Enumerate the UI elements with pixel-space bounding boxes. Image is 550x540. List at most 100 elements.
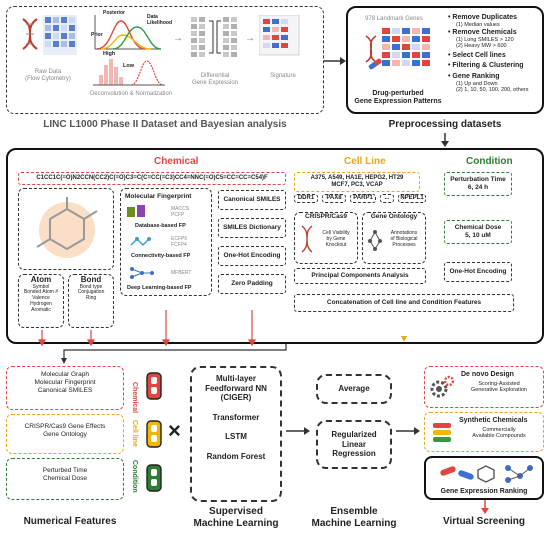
bullet-item: • Remove Chemicals(1) Long SMILES > 120 …	[448, 28, 517, 50]
flow-arrow	[481, 500, 489, 514]
prior-label: Prior	[91, 32, 103, 38]
signature-icon	[259, 15, 300, 56]
crispr-box: CRISPR/Cas9 Cell Viability by Gene Knock…	[294, 212, 358, 264]
pert-time: Perturbation Time 6, 24 h	[444, 172, 512, 196]
raw-heatmap	[43, 15, 77, 55]
gene-chip: ...	[380, 194, 394, 204]
deconv-label: Deconvolution & Normalization	[89, 91, 173, 97]
stage-arrow: →	[173, 33, 183, 44]
ens-average: Average	[316, 374, 392, 404]
encoding-icon	[146, 464, 162, 492]
signature-label: Signature	[270, 73, 296, 79]
chem-step: SMILES Dictionary	[218, 218, 286, 238]
bullet-item: • Gene Ranking(1) Up and Down (2) 1, 10,…	[448, 72, 529, 94]
flow-arrow	[61, 344, 287, 364]
ranking-box: Gene Expression Ranking	[424, 456, 544, 500]
fingerprint-box: Molecular Fingerprint MACCS PCFP Databas…	[120, 188, 212, 296]
condition-title: Condition	[466, 156, 513, 167]
cond-onehot: One-Hot Encoding	[444, 262, 512, 282]
molecule-icon	[36, 197, 98, 258]
feature-panel: Chemical Cell Line Condition C1CC1C(=O)N…	[6, 148, 544, 346]
bayesian-curves	[94, 15, 162, 50]
flow-arrow	[441, 133, 449, 147]
down-arrows	[37, 310, 407, 346]
flow-arrow	[396, 427, 420, 435]
bullet-item: • Remove Duplicates(1) Median values	[448, 14, 517, 29]
go-sub: Annotations of Biological Processes	[390, 230, 418, 248]
chemical-title: Chemical	[154, 156, 199, 167]
network-icon	[368, 230, 382, 251]
atom-box: Atom Symbol Bonded Atom # Valence Hydrog…	[18, 274, 64, 328]
vs-caption: Virtual Screening	[442, 516, 526, 527]
cell-lines: A375, A549, HA1E, HEPG2, HT29 MCF7, PC3,…	[294, 172, 420, 193]
landmark-label: 978 Landmark Genes	[365, 16, 423, 22]
high-label: High	[103, 51, 116, 57]
neural-net-icon	[130, 267, 154, 279]
bond-box: Bond Bond type Conjugation Ring	[68, 274, 114, 328]
sml-item: Random Forest	[206, 451, 266, 461]
sml-item: Multi-layer Feedforward NN (CIGER)	[205, 374, 267, 403]
synth-box: Synthetic Chemicals Commercially Availab…	[424, 412, 544, 452]
atom-sub: Symbol Bonded Atom # Valence Hydrogen Ar…	[23, 283, 59, 313]
atom-title: Atom	[30, 275, 52, 284]
supervised-box: Multi-layer Feedforward NN (CIGER) Trans…	[190, 366, 282, 502]
data-likelihood-label: Data Likelihood	[147, 14, 172, 26]
synth-sub: Commercially Available Compounds	[472, 427, 526, 440]
gene-chip: DDR1	[294, 194, 318, 204]
supervised-caption: Supervised Machine Learning	[193, 506, 279, 529]
concat-box: Concatenation of Cell line and Condition…	[294, 294, 514, 312]
molecule-box	[18, 188, 114, 270]
stack-icon	[433, 423, 451, 442]
normalization-chart	[93, 59, 165, 86]
low-label: Low	[123, 63, 134, 69]
gene-chip: PAX8	[322, 194, 346, 204]
bond-sub: Bond type Conjugation Ring	[77, 283, 105, 302]
encoding-icon	[146, 420, 162, 448]
fp-sub: MFBERT	[171, 270, 192, 276]
pca-box: Principal Components Analysis	[294, 268, 426, 284]
crispr-sub: Cell Viability by Gene Knockout	[322, 230, 350, 248]
smiles-string: C1CC1C(=O)N2CCN(CC2)C(=O)C3=C(C=CC(=C3)C…	[18, 172, 286, 186]
times-symbol: ×	[168, 418, 181, 443]
denovo-box: De novo Design Scoring-Assisted Generati…	[424, 366, 544, 408]
numerical-caption: Numerical Features	[23, 516, 117, 527]
synth-title: Synthetic Chemicals	[459, 417, 528, 424]
side-label-chemical: Chemical	[131, 382, 138, 414]
bayesian-panel: Raw Data (Flow Cytometry) Posterior Data…	[6, 6, 324, 114]
dna-icon	[301, 225, 313, 253]
ensemble-caption: Ensemble Machine Learning	[311, 506, 397, 529]
diff-expression-icon	[191, 17, 237, 57]
chem-step: One-Hot Encoding	[218, 246, 286, 266]
crispr-title: CRISPR/Cas9	[305, 213, 347, 220]
ranking-label: Gene Expression Ranking	[440, 488, 528, 495]
fp-sub: ECFP6 FCFP4	[171, 236, 188, 248]
go-box: Gene Ontology Annotations of Biological …	[362, 212, 426, 264]
denovo-title: De novo Design	[461, 371, 514, 378]
fp-item: Deep Learning-based FP	[127, 285, 192, 291]
encoding-icon	[146, 372, 162, 400]
chem-step: Zero Padding	[218, 274, 286, 294]
drug-patterns-label: Drug-perturbed Gene Expression Patterns	[354, 90, 442, 106]
fp-item: Connectivity-based FP	[131, 253, 191, 259]
sml-item: Transformer	[212, 412, 260, 422]
chem-dose: Chemical Dose 5, 10 uM	[444, 220, 512, 244]
denovo-sub: Scoring-Assisted Generative Exploration	[471, 381, 527, 394]
gear-icon	[430, 375, 455, 398]
database-icon	[127, 205, 145, 217]
bullet-item: • Select Cell lines	[448, 51, 506, 59]
molecules-icon	[440, 465, 533, 483]
gene-chip: PARP1	[350, 194, 376, 204]
side-label-cellline: Cell line	[131, 420, 138, 447]
gene-matrix-icon	[365, 28, 430, 70]
preprocessing-panel: 978 Landmark Genes Drug-perturbed Gene E…	[346, 6, 544, 114]
gene-chip: NPEPL1	[398, 194, 426, 204]
bond-title: Bond	[80, 275, 102, 284]
chem-step: Canonical SMILES	[218, 190, 286, 210]
raw-data-label: Raw Data (Flow Cytometry)	[25, 69, 71, 83]
posterior-label: Posterior	[103, 10, 125, 16]
side-label-condition: Condition	[131, 460, 138, 493]
gene-row: DDR1 PAX8 PARP1 ... NPEPL1	[294, 194, 426, 208]
